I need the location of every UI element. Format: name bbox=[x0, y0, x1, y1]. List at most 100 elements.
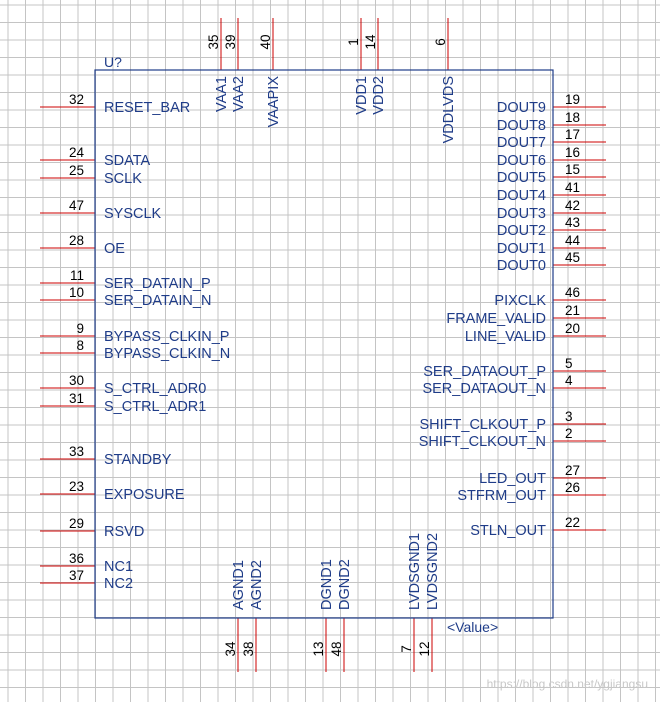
pin-number-right: 44 bbox=[565, 233, 581, 248]
pin-name-right: SHIFT_CLKOUT_N bbox=[419, 434, 546, 450]
refdes-label[interactable]: U? bbox=[104, 54, 122, 70]
pin-number-left: 25 bbox=[69, 163, 84, 178]
pin-name-left: SCLK bbox=[104, 171, 142, 187]
pin-name-right: DOUT1 bbox=[497, 241, 546, 257]
component-body[interactable] bbox=[94, 69, 554, 619]
pin-number-left: 30 bbox=[69, 373, 84, 388]
pin-name-right: SER_DATAOUT_P bbox=[423, 364, 546, 380]
pin-number-left: 37 bbox=[69, 568, 84, 583]
pin-name-left: BYPASS_CLKIN_P bbox=[104, 329, 229, 345]
pin-number-top: 39 bbox=[223, 34, 238, 49]
pin-name-right: DOUT0 bbox=[497, 258, 546, 274]
pin-name-right: STLN_OUT bbox=[470, 523, 546, 539]
pin-number-right: 19 bbox=[565, 92, 580, 107]
pin-number-left: 29 bbox=[69, 516, 84, 531]
pin-name-left: SYSCLK bbox=[104, 206, 162, 222]
pin-number-top: 6 bbox=[433, 38, 448, 46]
pin-name-right: DOUT5 bbox=[497, 170, 546, 186]
pin-number-bottom: 34 bbox=[223, 641, 238, 657]
pin-number-left: 31 bbox=[69, 391, 84, 406]
pin-number-right: 17 bbox=[565, 127, 580, 142]
pin-number-top: 1 bbox=[346, 38, 361, 46]
pin-name-right: STFRM_OUT bbox=[457, 488, 546, 504]
pin-group: 32RESET_BAR24SDATA25SCLK47SYSCLK28OE11SE… bbox=[40, 18, 606, 672]
pin-number-right: 46 bbox=[565, 285, 580, 300]
pin-name-right: DOUT9 bbox=[497, 100, 546, 116]
pin-name-right: DOUT8 bbox=[497, 118, 546, 134]
pin-number-right: 45 bbox=[565, 250, 580, 265]
pin-number-bottom: 7 bbox=[399, 645, 414, 653]
pin-name-left: SER_DATAIN_P bbox=[104, 276, 211, 292]
pin-number-right: 42 bbox=[565, 198, 580, 213]
pin-number-right: 4 bbox=[565, 373, 573, 388]
pin-name-right: DOUT6 bbox=[497, 153, 546, 169]
pin-number-right: 15 bbox=[565, 162, 580, 177]
pin-name-left: NC2 bbox=[104, 576, 133, 592]
pin-name-bottom: LVDSGND2 bbox=[425, 533, 441, 610]
pin-name-right: FRAME_VALID bbox=[446, 311, 546, 327]
pin-number-left: 11 bbox=[70, 268, 84, 283]
pin-name-bottom: LVDSGND1 bbox=[407, 533, 423, 610]
pin-name-right: LINE_VALID bbox=[465, 329, 546, 345]
pin-number-left: 23 bbox=[69, 479, 84, 494]
pin-number-right: 21 bbox=[565, 303, 580, 318]
pin-number-right: 22 bbox=[565, 515, 580, 530]
pin-name-left: RESET_BAR bbox=[104, 100, 190, 116]
pin-number-left: 47 bbox=[69, 198, 84, 213]
pin-name-left: STANDBY bbox=[104, 452, 172, 468]
pin-number-top: 40 bbox=[258, 34, 273, 49]
pin-number-left: 32 bbox=[69, 92, 84, 107]
pin-number-left: 24 bbox=[69, 145, 85, 160]
pin-number-left: 9 bbox=[76, 321, 84, 336]
pin-name-top: VDD1 bbox=[354, 76, 370, 115]
pin-number-top: 14 bbox=[363, 34, 378, 50]
pin-number-right: 27 bbox=[565, 463, 580, 478]
pin-name-left: NC1 bbox=[104, 559, 133, 575]
pin-number-right: 43 bbox=[565, 215, 580, 230]
pin-number-left: 36 bbox=[69, 551, 84, 566]
pin-number-bottom: 12 bbox=[417, 641, 432, 656]
pin-name-left: OE bbox=[104, 241, 125, 257]
pin-number-right: 5 bbox=[565, 356, 573, 371]
pin-name-bottom: DGND2 bbox=[337, 559, 353, 610]
pin-name-left: SDATA bbox=[104, 153, 151, 169]
pin-name-right: SER_DATAOUT_N bbox=[422, 381, 546, 397]
pin-name-right: DOUT3 bbox=[497, 206, 546, 222]
pin-number-right: 2 bbox=[565, 426, 573, 441]
pin-number-right: 20 bbox=[565, 321, 580, 336]
pin-number-bottom: 13 bbox=[311, 641, 326, 656]
pin-name-top: VAAPIX bbox=[266, 76, 282, 128]
pin-number-bottom: 38 bbox=[241, 641, 256, 656]
pin-number-right: 3 bbox=[565, 409, 573, 424]
pin-number-top: 35 bbox=[206, 34, 221, 49]
pin-number-right: 18 bbox=[565, 110, 580, 125]
pin-name-top: VAA1 bbox=[214, 76, 230, 112]
pin-name-right: DOUT4 bbox=[497, 188, 546, 204]
pin-number-left: 10 bbox=[69, 285, 84, 300]
pin-name-left: S_CTRL_ADR1 bbox=[104, 399, 206, 415]
pin-name-top: VAA2 bbox=[231, 76, 247, 112]
pin-name-bottom: AGND2 bbox=[249, 560, 265, 610]
pin-name-right: LED_OUT bbox=[479, 471, 546, 487]
pin-number-left: 8 bbox=[76, 338, 84, 353]
pin-number-right: 16 bbox=[565, 145, 580, 160]
pin-number-left: 28 bbox=[69, 233, 84, 248]
watermark: https://blog.csdn.net/ygjiangsu bbox=[487, 677, 648, 691]
pin-name-right: DOUT2 bbox=[497, 223, 546, 239]
pin-name-right: SHIFT_CLKOUT_P bbox=[420, 417, 547, 433]
pin-number-bottom: 48 bbox=[329, 641, 344, 656]
pin-name-left: RSVD bbox=[104, 524, 144, 540]
pin-name-left: SER_DATAIN_N bbox=[104, 293, 211, 309]
pin-name-top: VDD2 bbox=[371, 76, 387, 115]
pin-name-right: PIXCLK bbox=[494, 293, 546, 309]
pin-name-top: VDDLVDS bbox=[441, 76, 457, 143]
value-label[interactable]: <Value> bbox=[447, 619, 498, 635]
pin-number-right: 41 bbox=[565, 180, 580, 195]
pin-name-right: DOUT7 bbox=[497, 135, 546, 151]
pin-name-bottom: DGND1 bbox=[319, 559, 335, 610]
pin-number-right: 26 bbox=[565, 480, 580, 495]
pin-name-left: S_CTRL_ADR0 bbox=[104, 381, 206, 397]
pin-name-bottom: AGND1 bbox=[231, 560, 247, 610]
